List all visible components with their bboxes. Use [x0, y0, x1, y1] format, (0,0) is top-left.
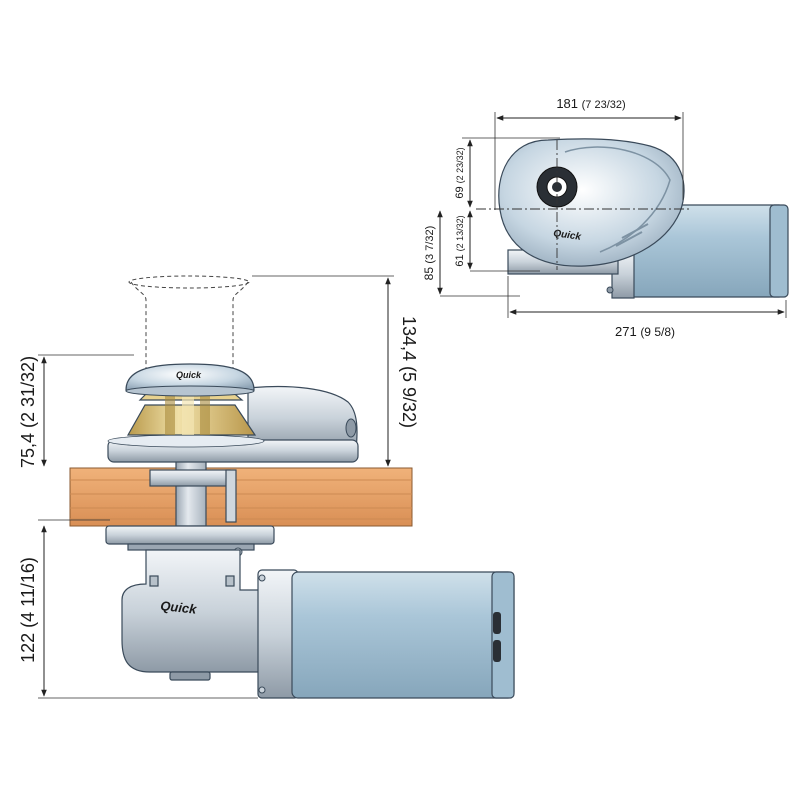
top-gypsy-hub: [536, 166, 578, 208]
gypsy-wheel: [126, 389, 257, 436]
deck-block: [69, 467, 413, 527]
dim-271-text: 271 (9 5/8): [615, 324, 675, 339]
chain-pipe-outline: [128, 275, 250, 370]
side-motor: [257, 569, 515, 699]
dim-69-text: 69 (2 23/32): [454, 147, 466, 198]
side-view: Quick Quick: [18, 275, 515, 699]
top-view: Quick 181 (7 23/32) 69 (2 23/32) 61 (2 1…: [422, 96, 789, 339]
dim-85-text: 85 (3 7/32): [422, 226, 436, 281]
capstan-cap: Quick: [125, 363, 255, 397]
top-brand-logo: Quick: [553, 228, 582, 243]
dim-75-4-text: 75,4 (2 31/32): [18, 356, 38, 468]
gearbox: Quick: [121, 549, 263, 681]
dim-122-text: 122 (4 11/16): [18, 557, 38, 663]
deck-unit: [107, 385, 359, 463]
dim-61-text: 61 (2 13/32): [454, 215, 466, 266]
side-cap-logo: Quick: [176, 370, 202, 380]
dim-134-4-text: 134,4 (5 9/32): [399, 316, 419, 428]
dim-181-text: 181 (7 23/32): [556, 96, 625, 111]
gearbox-logo: Quick: [160, 598, 198, 617]
